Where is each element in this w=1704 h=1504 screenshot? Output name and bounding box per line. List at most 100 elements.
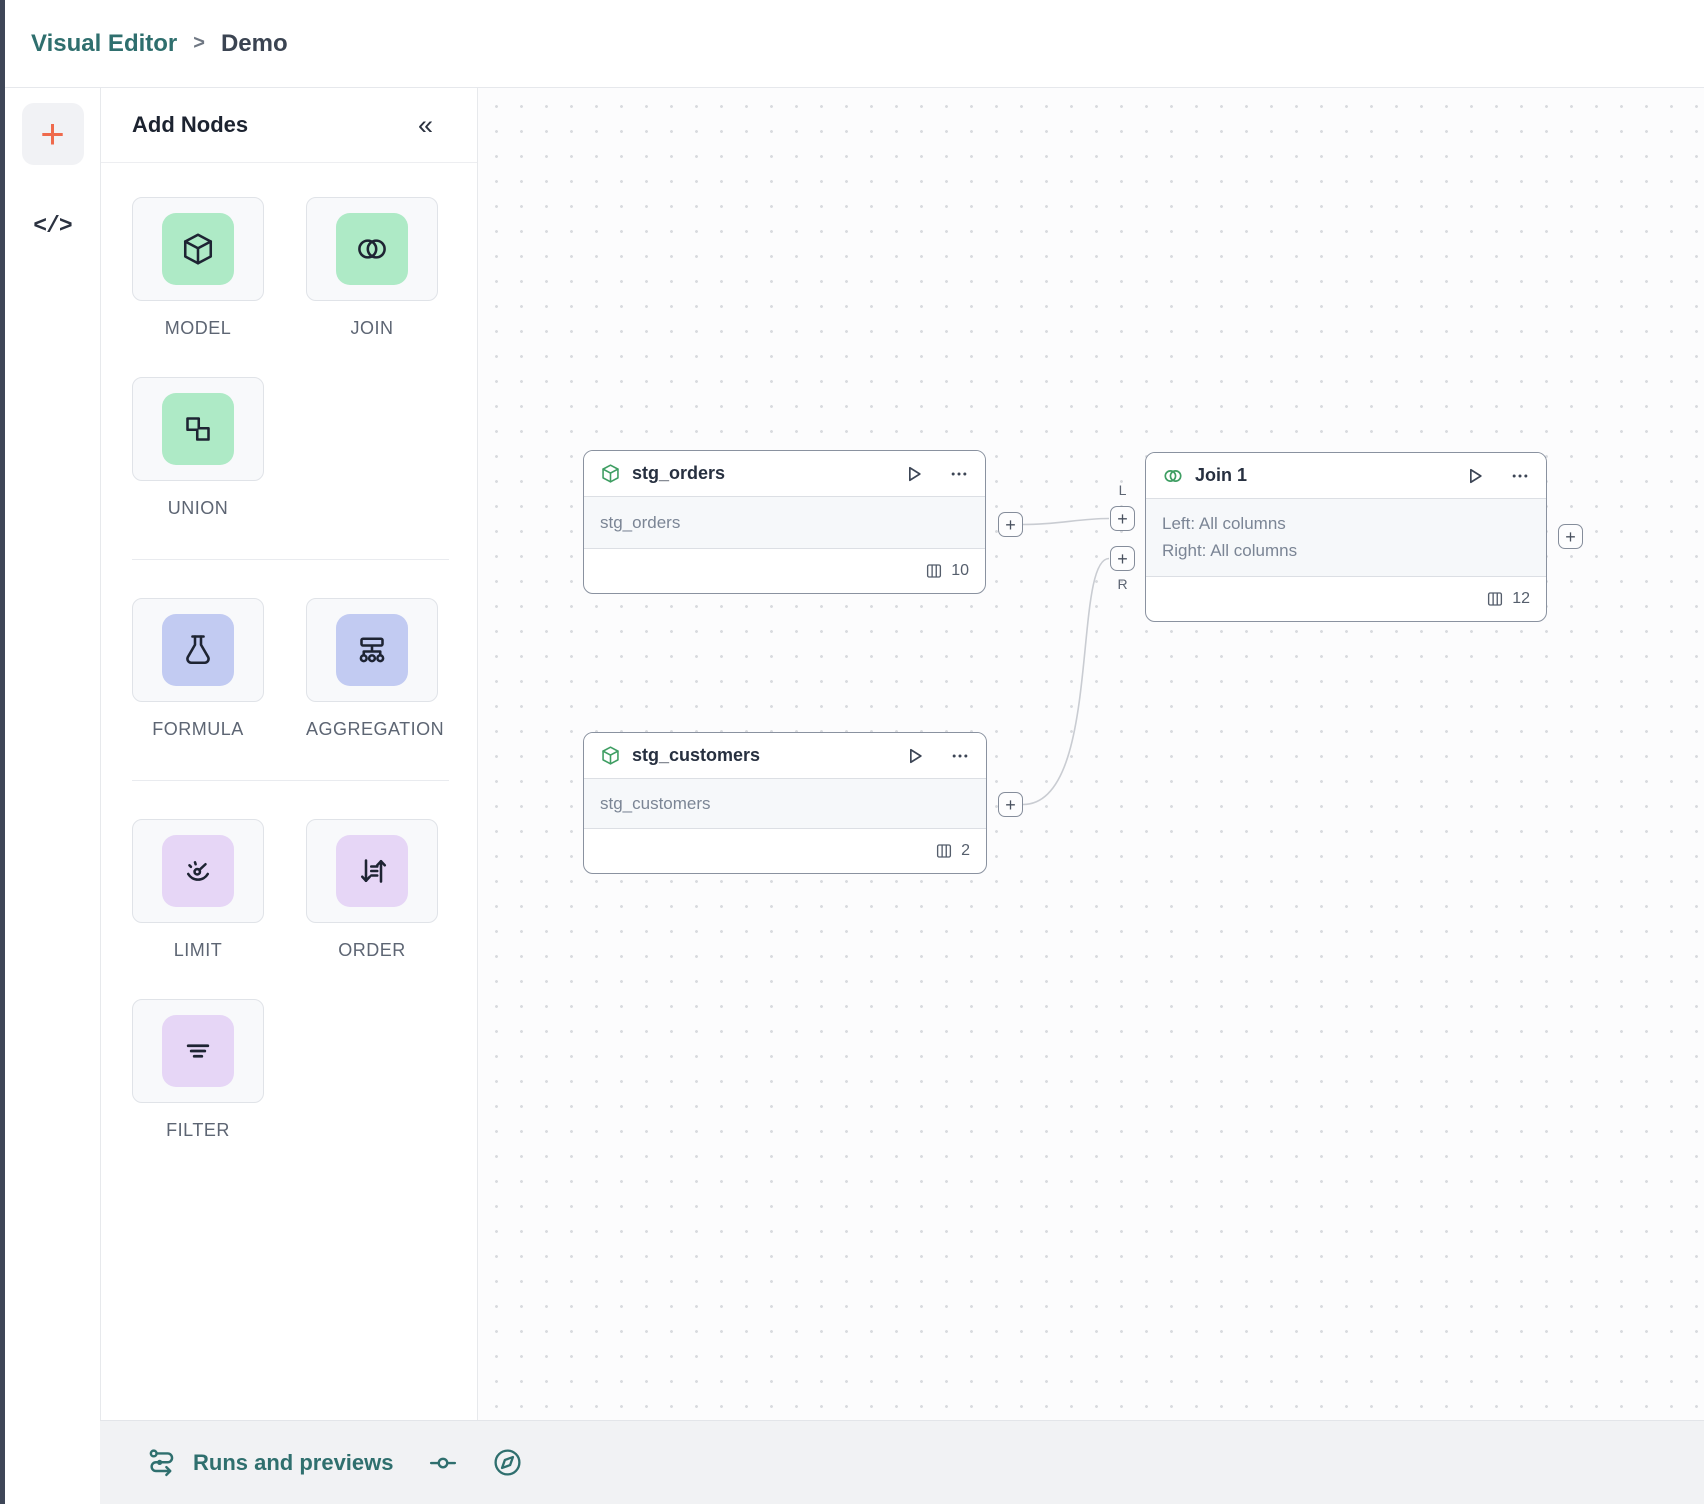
add-node-rail-button[interactable]: + (21, 103, 84, 165)
node-join-1[interactable]: Join 1 Left: All columns Right: All colu… (1145, 452, 1547, 622)
tile-limit-box (132, 819, 264, 923)
tile-model-box (132, 197, 264, 301)
join-left-port-label: L (1118, 482, 1127, 498)
node-menu-button[interactable] (949, 464, 969, 484)
cube-icon (162, 213, 234, 285)
node-body: stg_customers (584, 779, 986, 829)
flask-icon (162, 614, 234, 686)
panel-group-divider (132, 780, 449, 781)
join-circles-icon (1162, 465, 1184, 487)
add-nodes-panel-header: Add Nodes « (101, 88, 477, 163)
add-nodes-panel: Add Nodes « MOD (100, 88, 478, 1420)
union-squares-icon (162, 393, 234, 465)
edge-orders-to-join-left (1022, 517, 1110, 526)
run-node-button[interactable] (904, 464, 924, 484)
panel-body: MODEL JOIN (101, 163, 477, 1179)
handle-join-output[interactable]: + (1558, 524, 1583, 549)
tile-aggregation-label: AGGREGATION (306, 719, 445, 739)
tile-union-box (132, 377, 264, 481)
column-count: 12 (1512, 590, 1530, 607)
node-title: Join 1 (1195, 465, 1248, 485)
node-source-name: stg_customers (600, 793, 711, 813)
breadcrumb-separator: > (193, 32, 205, 54)
ellipsis-icon (1512, 474, 1528, 477)
panel-title: Add Nodes (132, 112, 249, 137)
breadcrumb-visual-editor[interactable]: Visual Editor (31, 29, 178, 57)
breadcrumb-current-demo: Demo (220, 29, 288, 57)
node-group-shaping: LIMIT ORDER (132, 819, 449, 1179)
left-rail: + </> (5, 88, 100, 1504)
run-node-button[interactable] (905, 746, 925, 766)
top-bar: Visual Editor > Demo (5, 0, 1704, 88)
node-body: stg_orders (584, 497, 985, 549)
tile-formula[interactable]: FORMULA (132, 598, 264, 740)
join-right-config: Right: All columns (1162, 541, 1298, 560)
handle-join-right-input[interactable]: + (1110, 546, 1135, 571)
node-join-1-header: Join 1 (1146, 453, 1546, 499)
run-node-button[interactable] (1465, 466, 1485, 486)
node-footer: 10 (584, 549, 985, 593)
commit-button[interactable] (428, 1448, 458, 1478)
tile-order-label: ORDER (338, 940, 406, 960)
panel-group-divider (132, 559, 449, 560)
runs-and-previews-button[interactable]: Runs and previews (147, 1447, 394, 1478)
handle-join-left-input[interactable]: + (1110, 506, 1135, 531)
tile-union-label: UNION (167, 498, 229, 518)
compass-button[interactable] (492, 1447, 523, 1478)
columns-icon (937, 844, 952, 858)
handle-stg-orders-output[interactable]: + (998, 512, 1023, 537)
code-view-button[interactable]: </> (33, 213, 72, 239)
play-icon (909, 466, 921, 481)
node-source-name: stg_orders (600, 512, 681, 532)
tile-join[interactable]: JOIN (306, 197, 438, 339)
runs-and-previews-label: Runs and previews (193, 1449, 394, 1475)
tile-filter-box (132, 999, 264, 1103)
sort-icon (336, 835, 408, 907)
node-title: stg_customers (632, 745, 761, 765)
columns-icon (927, 564, 942, 578)
right-side: Add Nodes « MOD (100, 88, 1704, 1504)
tile-formula-label: FORMULA (152, 719, 244, 739)
play-icon (1470, 468, 1482, 483)
tile-limit[interactable]: LIMIT (132, 819, 264, 961)
main-area: + </> Add Nodes « (5, 88, 1704, 1504)
node-menu-button[interactable] (1510, 466, 1530, 486)
tile-model[interactable]: MODEL (132, 197, 264, 339)
model-cube-icon (600, 745, 621, 766)
ellipsis-icon (952, 754, 968, 757)
tile-join-label: JOIN (350, 318, 394, 338)
column-count: 10 (951, 562, 969, 579)
node-stg-customers-header: stg_customers (584, 733, 986, 779)
tile-union[interactable]: UNION (132, 377, 264, 519)
tile-formula-box (132, 598, 264, 702)
bottom-bar: Runs and previews (100, 1420, 1704, 1504)
node-body: Left: All columns Right: All columns (1146, 499, 1546, 577)
tile-aggregation[interactable]: AGGREGATION (306, 598, 445, 740)
compass-icon (493, 1449, 521, 1476)
tile-filter[interactable]: FILTER (132, 999, 264, 1141)
runs-route-icon (149, 1449, 174, 1477)
tile-filter-label: FILTER (166, 1120, 230, 1140)
play-icon (910, 748, 922, 763)
ellipsis-icon (951, 472, 967, 475)
node-stg-orders-header: stg_orders (584, 451, 985, 497)
handle-stg-customers-output[interactable]: + (998, 792, 1023, 817)
node-title: stg_orders (632, 463, 726, 483)
model-cube-icon (600, 463, 621, 484)
node-menu-button[interactable] (950, 746, 970, 766)
collapse-panel-button[interactable]: « (417, 109, 433, 140)
join-left-config: Left: All columns (1162, 514, 1286, 533)
tile-order[interactable]: ORDER (306, 819, 438, 961)
tile-limit-label: LIMIT (173, 940, 223, 960)
node-stg-customers[interactable]: stg_customers stg_customers (583, 732, 987, 874)
tile-aggregation-box (306, 598, 438, 702)
join-circles-icon (336, 213, 408, 285)
gauge-icon (162, 835, 234, 907)
content-row: Add Nodes « MOD (100, 88, 1704, 1420)
node-stg-orders[interactable]: stg_orders stg_orders (583, 450, 986, 594)
node-footer: 12 (1146, 577, 1546, 621)
node-group-sources: MODEL JOIN (132, 197, 449, 557)
filter-lines-icon (162, 1015, 234, 1087)
flow-canvas[interactable]: stg_orders stg_orders (478, 88, 1704, 1420)
commit-icon (429, 1457, 456, 1468)
